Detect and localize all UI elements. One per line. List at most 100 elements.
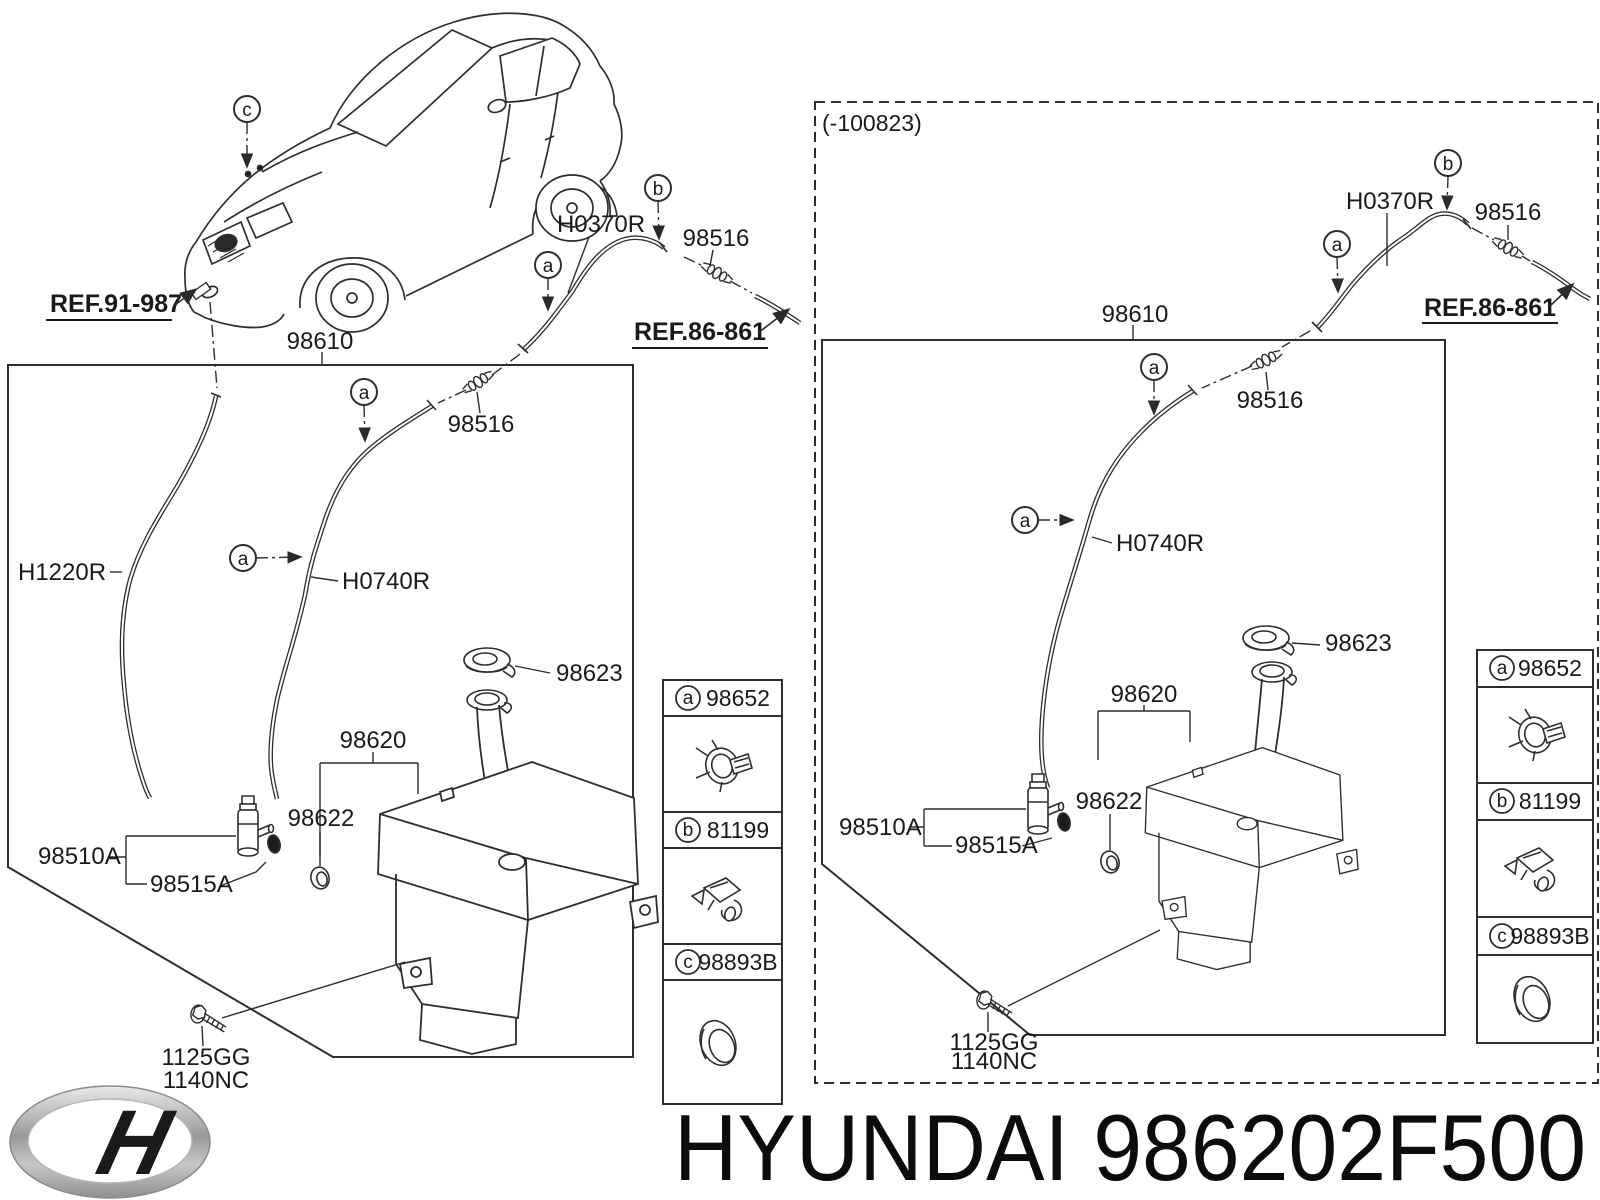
label-1140nc-left: 1140NC [163,1067,249,1094]
car-washer-nozzle-2 [256,164,264,172]
legend-callout-b: b [683,820,694,841]
left-panel: c b a a a [7,95,802,1094]
hose-h0370r-right-core [1316,212,1469,329]
car-mirror [487,98,507,114]
label-98610-right: 98610 [1102,301,1169,328]
hose-ref-rear-right-core [1531,261,1591,300]
label-98620-right: 98620 [1111,681,1178,708]
right-panel: (-100823) b a [814,101,1599,1084]
label-h1220r: H1220R [18,559,106,586]
left-dashdots [209,256,753,404]
legend-part-c: 98893B [698,949,777,975]
filler-collar-right [1251,661,1298,686]
car-front-hub [346,292,358,304]
label-98510a-left: 98510A [38,843,121,870]
hose-h0740r-right [1038,389,1195,789]
label-h0740r-right: H0740R [1116,530,1204,557]
car-washer-nozzle-1 [244,170,252,178]
hose-h1220r-core [121,395,217,799]
ref-cowl-arrow [174,288,198,306]
car-rear-wheel [535,174,609,242]
car-windshield [336,29,494,148]
label-ref-rear-left: REF.86-861 [634,318,766,346]
connector-98516-left-inner [459,367,497,397]
label-1140nc-right: 1140NC [951,1048,1037,1075]
legend-part-a: 98652 [706,685,770,711]
callout-letter: a [1020,511,1031,532]
car-headlight [245,201,294,240]
left-panel-box [7,364,634,1058]
hose-tip-ticks-right [1187,218,1472,396]
right-panel-dashed-border [814,101,1599,1084]
reservoir-cap-right [1242,625,1295,656]
legend-table-right: a 98652 b 81199 c 98893B [1476,649,1594,1044]
car-silhouette [195,12,623,243]
left-leaders [110,236,714,1047]
car-b-pillar [535,45,545,97]
car-rear-bumper [599,180,617,217]
car-front-face [184,241,285,329]
callout-letter: a [1332,235,1343,256]
washer-pump-left [237,795,283,857]
connector-98516-right-inner [1247,346,1285,374]
callout-a-left-mid: a [229,544,303,572]
legend-table-left: a 98652 b 81199 c 98893B [662,679,783,1105]
callout-letter: a [238,549,249,570]
label-h0370r-left: H0370R [557,211,645,238]
grommet-98622-left [310,866,330,890]
label-98516-right-inner: 98516 [1237,387,1304,414]
reservoir-tank-right [1144,746,1359,971]
legend-part-a: 98652 [1518,655,1582,681]
car-rear-hub [566,202,578,214]
car-front-wheel [315,263,389,333]
legend-callout-a: a [683,688,694,709]
car-hood-crease-2 [223,171,323,223]
car-door-handles [499,135,555,163]
car-illustration [184,12,623,333]
grommet-98622-right [1100,850,1120,874]
label-ref-rear-right: REF.86-861 [1424,294,1556,322]
connector-98516-left-outer [698,258,736,288]
callout-c-left: c [233,95,261,169]
car-door-line-front [489,103,511,209]
label-98510a-right: 98510A [839,814,922,841]
label-98516-left-inner: 98516 [448,411,515,438]
callout-a-right-mid: a [1011,506,1075,534]
footer: H HYUNDAI 986202F500 [9,1085,1586,1200]
hose-tip-ticks [210,241,668,411]
hose-h1220r [119,395,219,800]
car-rocker [405,233,534,297]
car-rear-rim [550,188,594,228]
hose-h0740r-core [269,405,433,800]
callout-a-right-top: a [1140,353,1168,416]
brand-part-number: HYUNDAI 986202F500 [674,1095,1586,1200]
hyundai-logo: H [9,1085,211,1199]
car-hood-crease-1 [261,131,359,173]
label-1125gg-left: 1125GG [162,1044,251,1071]
right-hoses [1038,211,1592,789]
callout-letter: b [653,179,664,200]
car-front-arch [299,257,406,309]
right-leaders [910,213,1509,1032]
legend-callout-b: b [1497,791,1508,812]
label-h0370r-right: H0370R [1346,188,1434,215]
variant-note: (-100823) [822,110,922,136]
label-98515a-right: 98515A [955,832,1038,859]
label-98516-right-outer: 98516 [1475,199,1542,226]
callout-a-left-top: a [350,378,378,443]
callout-letter: b [1443,154,1454,175]
left-hoses [119,235,802,800]
car-door-line-rear [540,91,559,179]
label-98622-left: 98622 [288,805,355,832]
label-98516-left-outer: 98516 [683,225,750,252]
label-98623-right: 98623 [1325,630,1392,657]
hose-h0370r-core [522,236,665,351]
legend-callout-c: c [683,952,693,973]
hose-h0740r-right-core [1040,390,1194,789]
label-h0740r-left: H0740R [342,568,430,595]
ref-rear-arrow-left [757,308,791,334]
legend-part-b: 81199 [1519,788,1581,814]
callout-b-left: b [644,174,672,241]
callout-a-left-outer: a [534,251,562,312]
